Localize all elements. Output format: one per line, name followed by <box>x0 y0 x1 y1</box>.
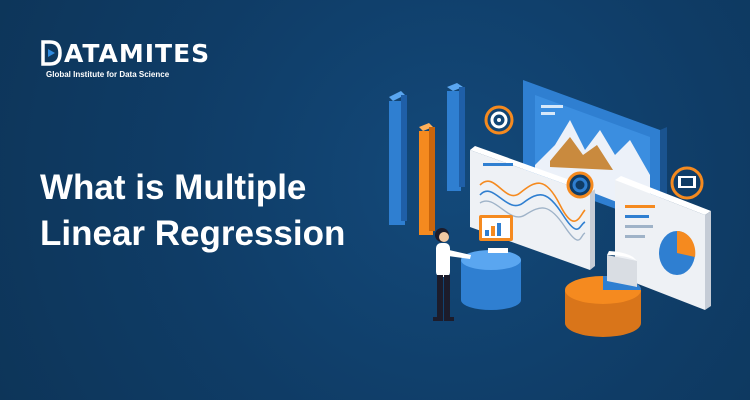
gauge-icon <box>566 171 594 199</box>
person-figure <box>433 215 521 321</box>
bar-3d-blue-left <box>389 91 407 225</box>
pie-chart-3d <box>565 251 641 337</box>
data-analytics-illustration <box>389 80 711 337</box>
page-title: What is Multiple Linear Regression <box>40 165 380 257</box>
logo-d-icon <box>41 40 62 66</box>
brand-logo[interactable]: ATAMITES Global Institute for Data Scien… <box>40 38 210 79</box>
title-line-1: What is Multiple <box>40 168 307 207</box>
line-chart-panel <box>470 146 595 270</box>
bar-3d-blue-middle <box>447 83 465 191</box>
title-line-2: Linear Regression <box>40 214 346 253</box>
pie-chart-panel <box>615 176 711 310</box>
brand-tagline: Global Institute for Data Science <box>46 70 170 79</box>
bar-3d-orange <box>419 123 435 235</box>
gear-icon <box>484 105 514 135</box>
monitor-icon <box>670 166 704 200</box>
brand-name: ATAMITES <box>64 38 211 68</box>
